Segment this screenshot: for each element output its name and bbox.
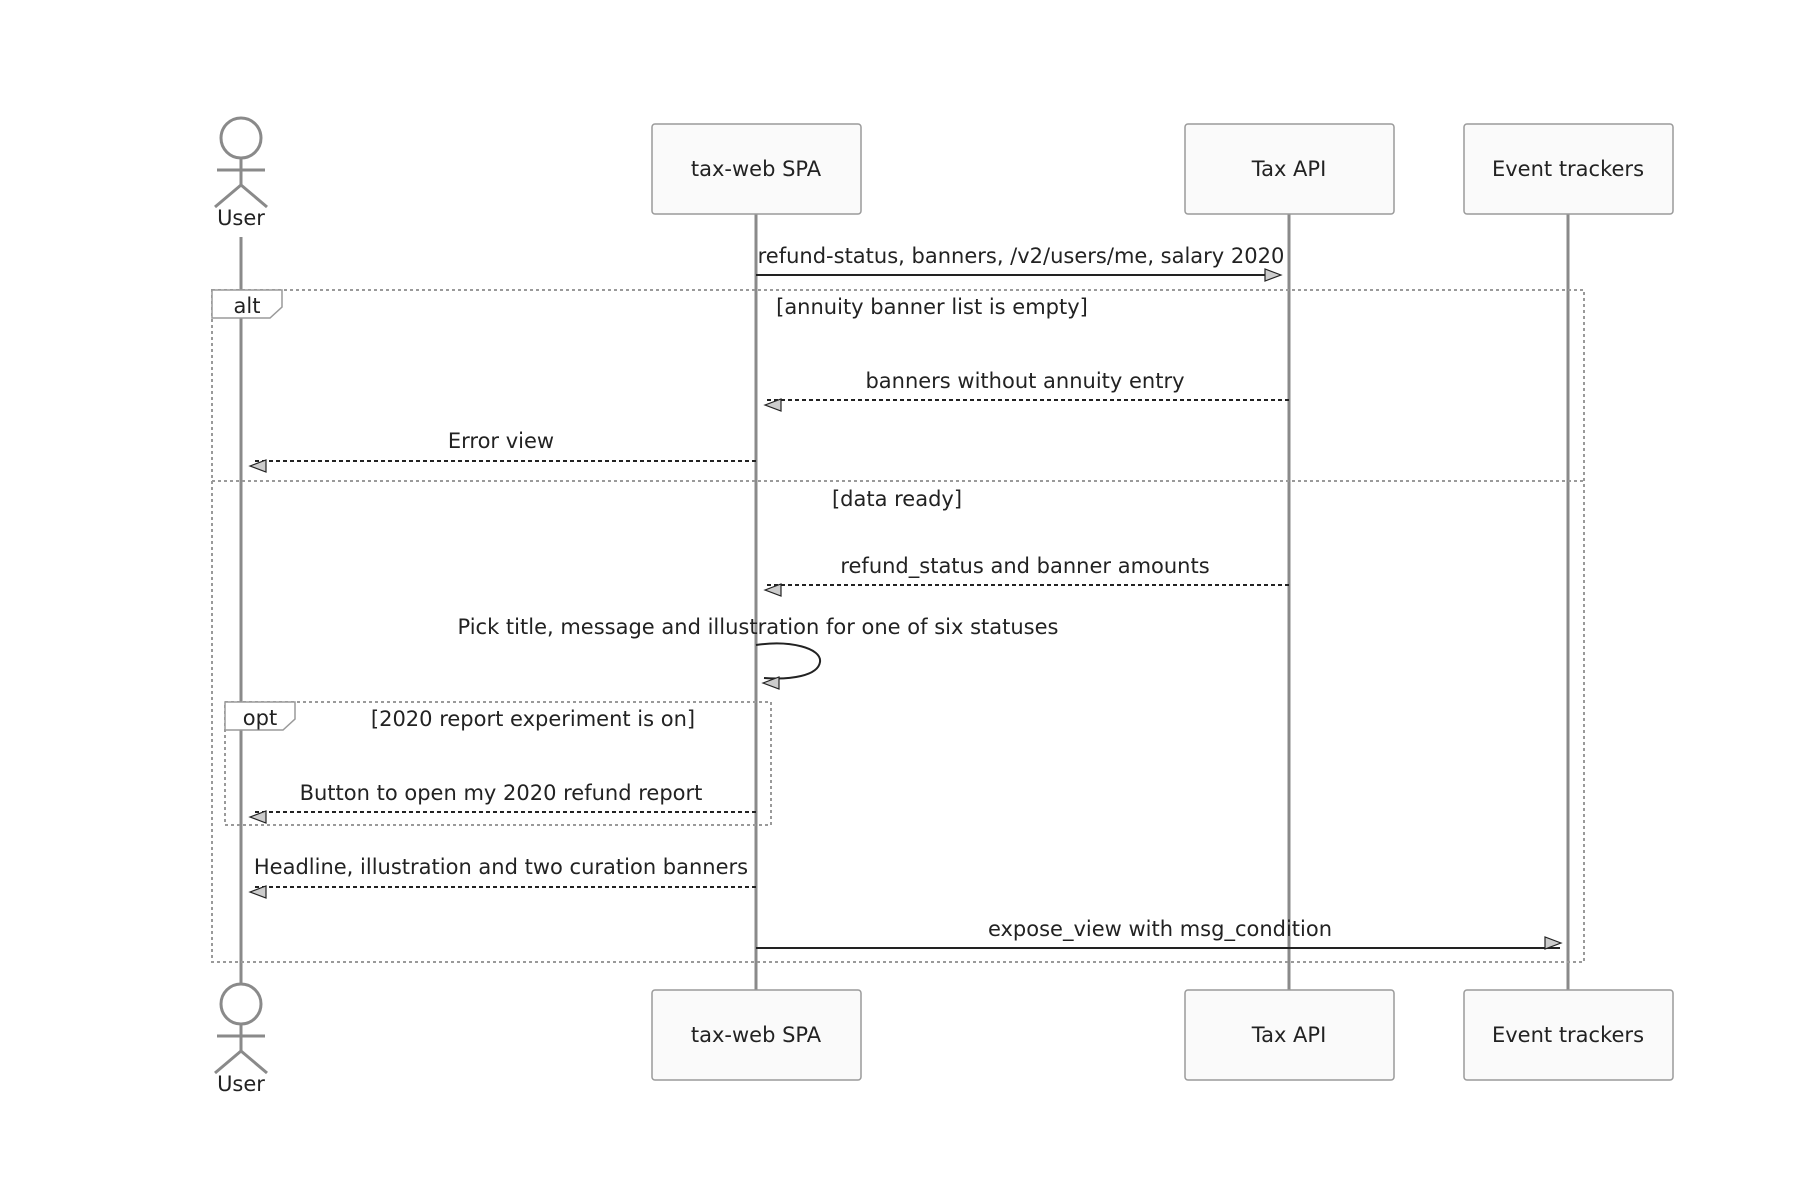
- participant-spa-bottom: tax-web SPA: [651, 989, 862, 1081]
- participant-box: [1184, 123, 1395, 215]
- self-loop: [755, 642, 822, 680]
- message-label: expose_view with msg_condition: [988, 917, 1332, 942]
- message-label: refund_status and banner amounts: [840, 554, 1209, 579]
- arrowhead: [248, 459, 267, 473]
- participant-trackers-bottom: Event trackers: [1463, 989, 1674, 1081]
- participant-spa-top: tax-web SPA: [651, 123, 862, 215]
- participant-box: [1463, 989, 1674, 1081]
- alt-guard-2: [data ready]: [832, 487, 962, 511]
- message-6: Button to open my 2020 refund report: [248, 781, 756, 824]
- arrowhead: [763, 583, 782, 597]
- arrowhead: [763, 398, 782, 412]
- message-2: banners without annuity entry: [763, 369, 1289, 412]
- opt-fragment: opt [2020 report experiment is on]: [224, 701, 772, 826]
- alt-tab: [211, 289, 283, 319]
- message-label: Headline, illustration and two curation …: [254, 855, 748, 879]
- message-label: Button to open my 2020 refund report: [300, 781, 703, 805]
- message-5-self: Pick title, message and illustration for…: [458, 615, 1059, 690]
- message-4: refund_status and banner amounts: [763, 554, 1289, 597]
- participant-trackers-top: Event trackers: [1463, 123, 1674, 215]
- message-label: banners without annuity entry: [865, 369, 1184, 393]
- opt-tab: [224, 701, 296, 731]
- alt-fragment: alt [annuity banner list is empty] [data…: [211, 289, 1585, 963]
- actor-head: [219, 116, 263, 160]
- opt-frame: [224, 701, 772, 826]
- arrowhead: [1544, 936, 1563, 950]
- participant-trackers-label: Event trackers: [1492, 157, 1644, 181]
- message-8: expose_view with msg_condition: [756, 917, 1563, 950]
- actor-head: [219, 982, 263, 1026]
- actor-leg-left: [214, 183, 242, 209]
- message-7: Headline, illustration and two curation …: [248, 855, 756, 899]
- actor-leg-left: [214, 1049, 242, 1075]
- participant-api-label: Tax API: [1251, 1023, 1327, 1047]
- participant-box: [1463, 123, 1674, 215]
- arrowhead: [248, 810, 267, 824]
- opt-label: opt: [243, 706, 277, 730]
- alt-guard-1: [annuity banner list is empty]: [776, 295, 1088, 319]
- participant-box: [651, 123, 862, 215]
- message-label: refund-status, banners, /v2/users/me, sa…: [758, 244, 1285, 268]
- participant-user-label: User: [217, 1072, 265, 1096]
- participant-api-label: Tax API: [1251, 157, 1327, 181]
- arrowhead: [1264, 268, 1283, 282]
- opt-guard: [2020 report experiment is on]: [371, 707, 695, 731]
- actor-user-bottom: User: [214, 982, 268, 1096]
- participant-spa-label: tax-web SPA: [691, 1023, 822, 1047]
- participant-box: [1184, 989, 1395, 1081]
- arrowhead: [248, 885, 267, 899]
- actor-user-top: User: [214, 116, 268, 230]
- arrowhead: [761, 676, 780, 690]
- message-label: Pick title, message and illustration for…: [458, 615, 1059, 639]
- participant-spa-label: tax-web SPA: [691, 157, 822, 181]
- participant-api-top: Tax API: [1184, 123, 1395, 215]
- message-1: refund-status, banners, /v2/users/me, sa…: [756, 244, 1285, 282]
- participant-box: [651, 989, 862, 1081]
- message-label: Error view: [448, 429, 554, 453]
- actor-leg-right: [240, 1049, 268, 1075]
- participant-api-bottom: Tax API: [1184, 989, 1395, 1081]
- participant-user-label: User: [217, 206, 265, 230]
- alt-frame: [211, 289, 1585, 963]
- actor-leg-right: [240, 183, 268, 209]
- participant-trackers-label: Event trackers: [1492, 1023, 1644, 1047]
- message-3: Error view: [248, 429, 756, 473]
- alt-label: alt: [234, 294, 261, 318]
